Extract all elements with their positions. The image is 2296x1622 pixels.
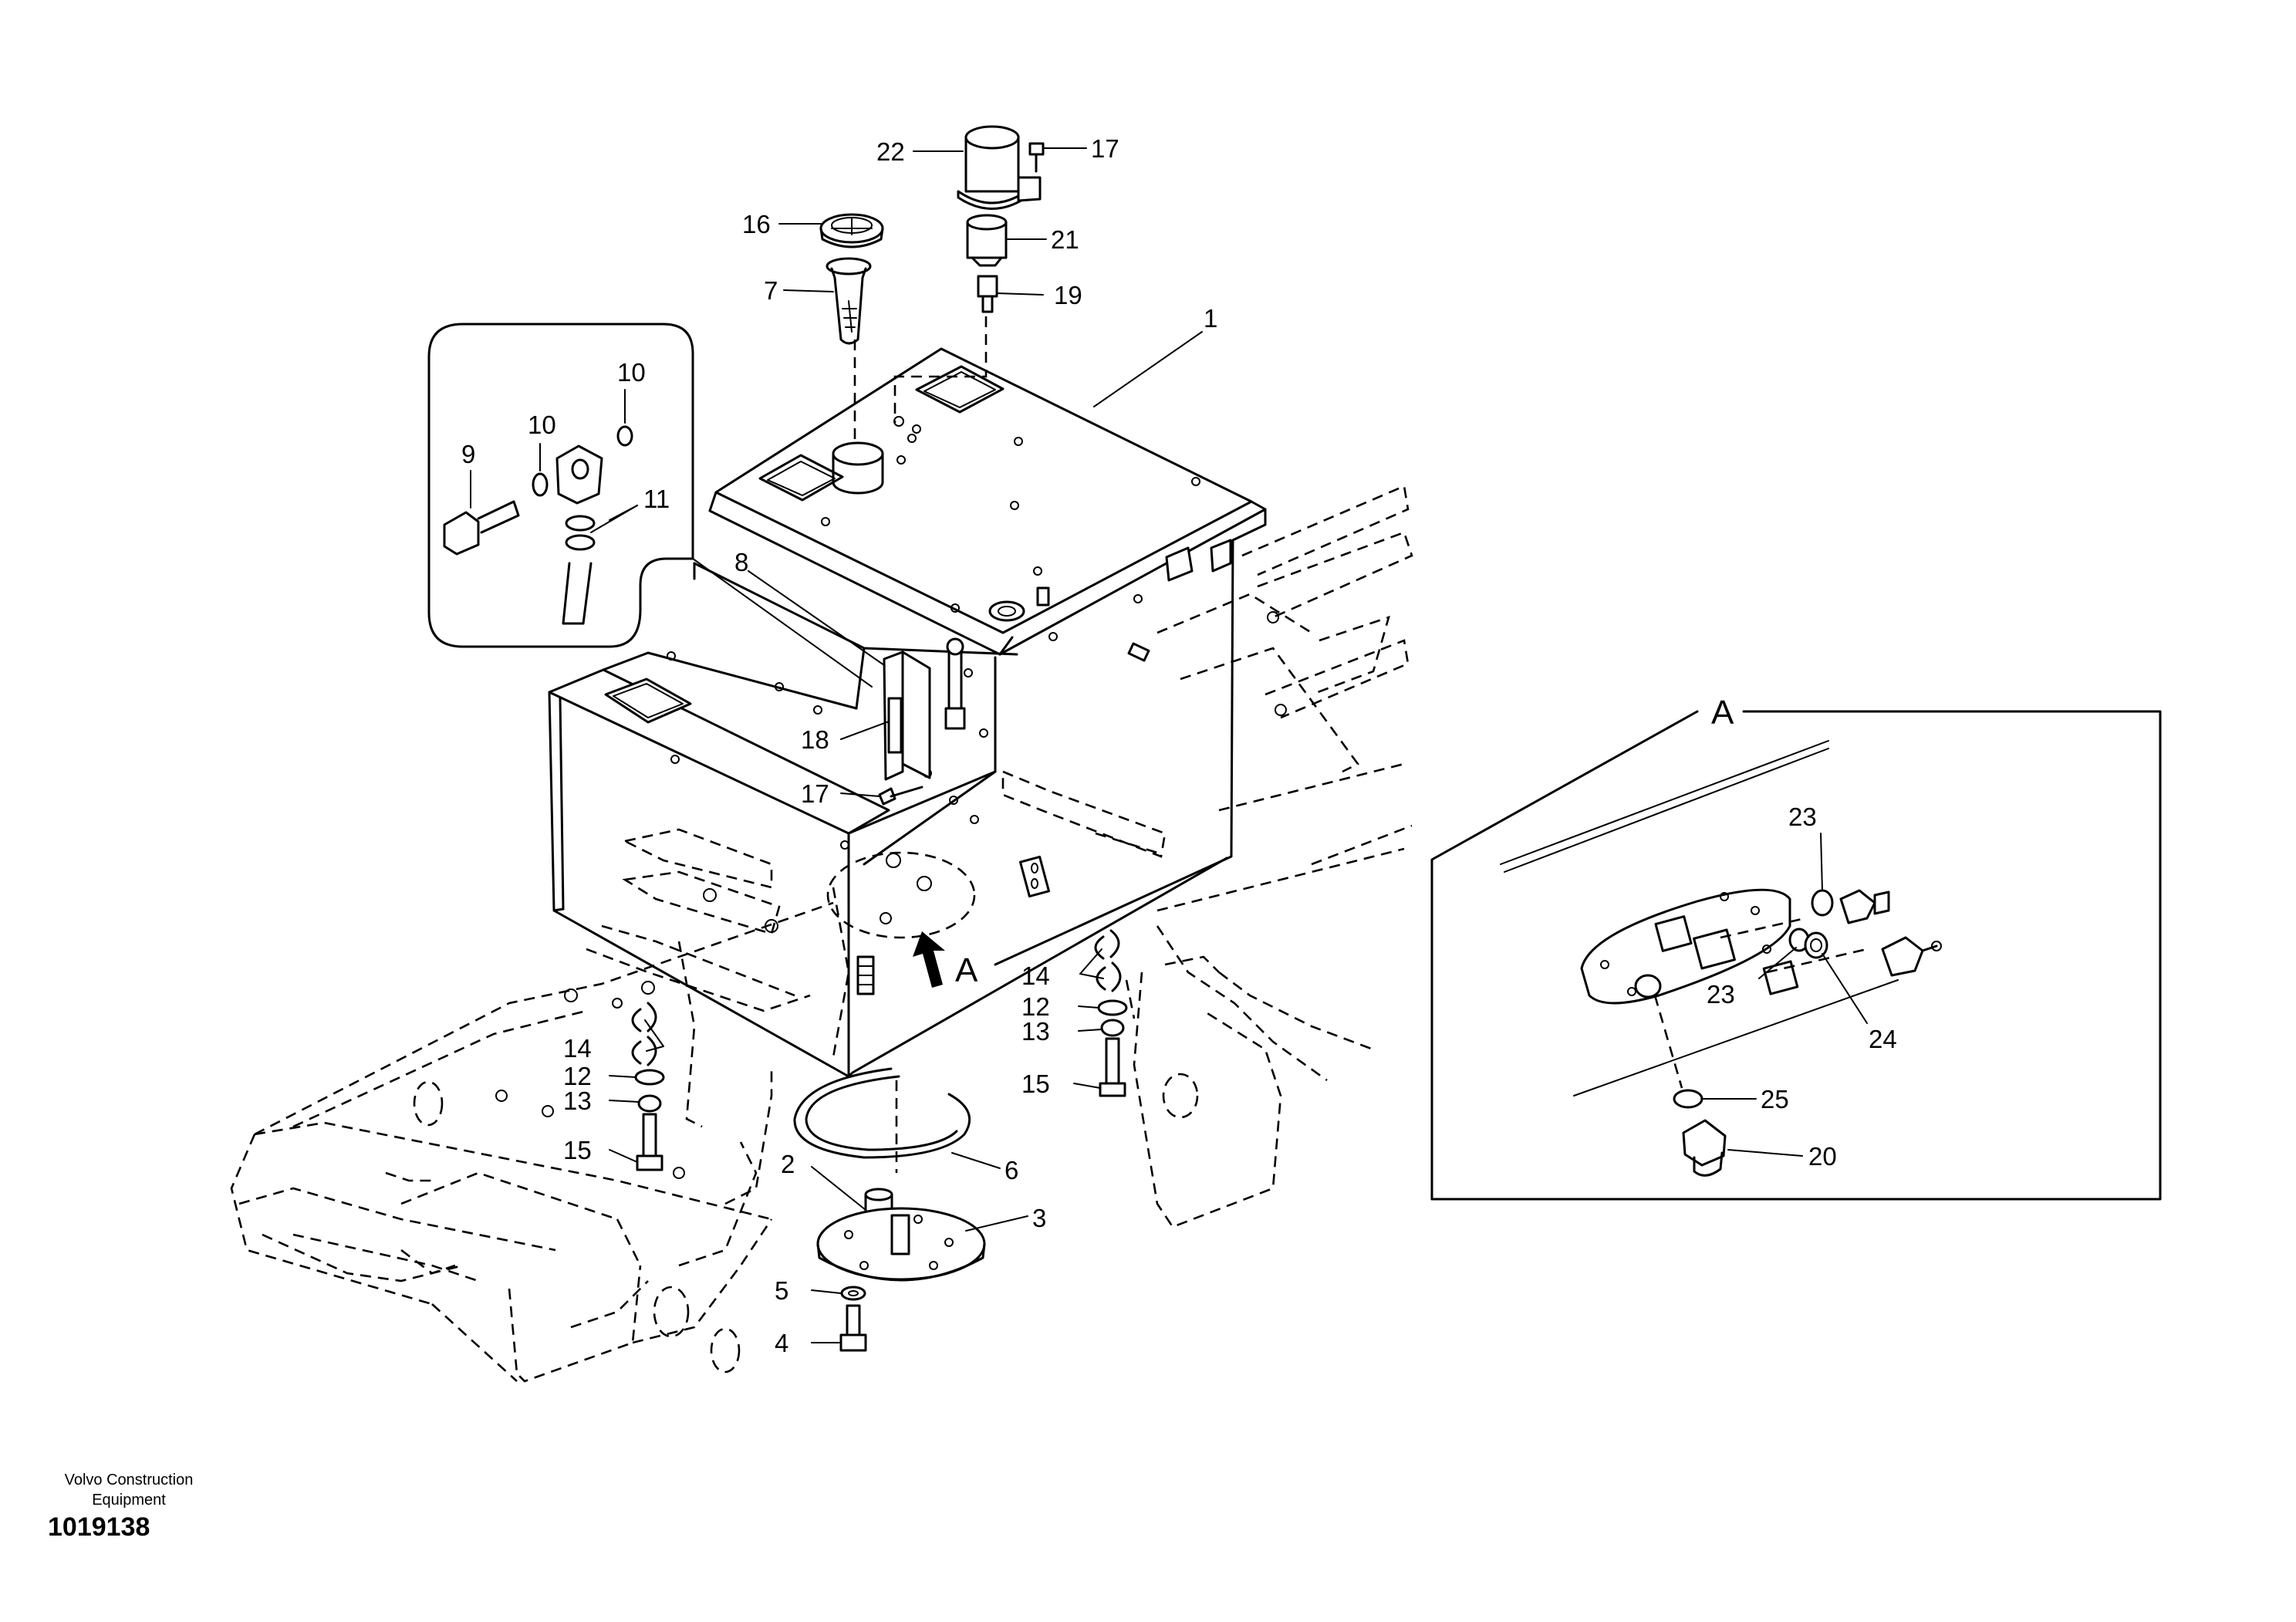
callout-17-lower: 17: [801, 779, 829, 808]
callout-7: 7: [764, 276, 778, 305]
callout-15-left: 15: [563, 1136, 592, 1164]
callout-2: 2: [781, 1150, 795, 1178]
callout-24: 24: [1869, 1025, 1897, 1053]
callout-12-left: 12: [563, 1062, 592, 1090]
cap-22: [957, 125, 1042, 210]
callout-5: 5: [775, 1276, 788, 1305]
callout-18: 18: [801, 725, 829, 754]
fitting-19: [977, 275, 998, 313]
bolt-4: [839, 1304, 867, 1352]
callout-12-right: 12: [1021, 992, 1050, 1021]
callout-16: 16: [742, 210, 771, 238]
element-21: [966, 214, 1008, 267]
callout-23-upper: 23: [1788, 803, 1817, 831]
snap-ring-6: [793, 1067, 971, 1159]
callout-21: 21: [1051, 225, 1079, 254]
callout-labels: 22 17 16 21 7 19 1 10 10 9 11 8 18 17 A …: [461, 134, 1897, 1357]
callout-10-a: 10: [528, 411, 556, 439]
callout-8: 8: [734, 548, 748, 576]
detail-view-A: [1430, 710, 2162, 1201]
manufacturer-credit: Volvo Construction Equipment: [17, 1470, 241, 1510]
callout-9: 9: [461, 440, 475, 468]
callout-15-right: 15: [1021, 1070, 1050, 1098]
callout-4: 4: [775, 1329, 788, 1357]
callout-17-top: 17: [1091, 134, 1119, 163]
view-arrow-A-label: A: [955, 951, 978, 989]
machine-frame-dashed: [230, 485, 1413, 1383]
callout-14-right: 14: [1021, 961, 1050, 990]
callout-14-left: 14: [563, 1034, 592, 1063]
detail-view-label: A: [1711, 694, 1734, 732]
credit-line-1: Volvo Construction: [64, 1472, 194, 1489]
mount-stack-left: [631, 1002, 665, 1171]
callout-13-right: 13: [1021, 1017, 1050, 1046]
inset-view: [427, 323, 694, 648]
callout-20: 20: [1808, 1142, 1837, 1171]
callout-22: 22: [876, 137, 905, 166]
callout-13-left: 13: [563, 1086, 592, 1115]
strainer-7: [826, 257, 872, 345]
strainer-cap-16: [819, 213, 884, 248]
callout-19: 19: [1054, 281, 1082, 309]
callout-6: 6: [1004, 1156, 1018, 1184]
credit-line-2: Equipment: [92, 1492, 166, 1509]
callout-3: 3: [1032, 1204, 1046, 1232]
mount-stack-right: [1094, 929, 1128, 1097]
document-number: 1019138: [48, 1512, 150, 1542]
callout-25: 25: [1761, 1085, 1789, 1113]
callout-11: 11: [643, 485, 670, 513]
cover-3: [816, 1207, 986, 1282]
bolt-17-top: [1028, 142, 1045, 173]
callout-10-b: 10: [617, 358, 646, 387]
callout-23-lower: 23: [1707, 980, 1735, 1009]
hydraulic-tank: [548, 347, 1267, 1078]
callout-1: 1: [1204, 304, 1217, 333]
leader-lines: [470, 147, 1868, 1343]
washer-5: [840, 1286, 866, 1301]
